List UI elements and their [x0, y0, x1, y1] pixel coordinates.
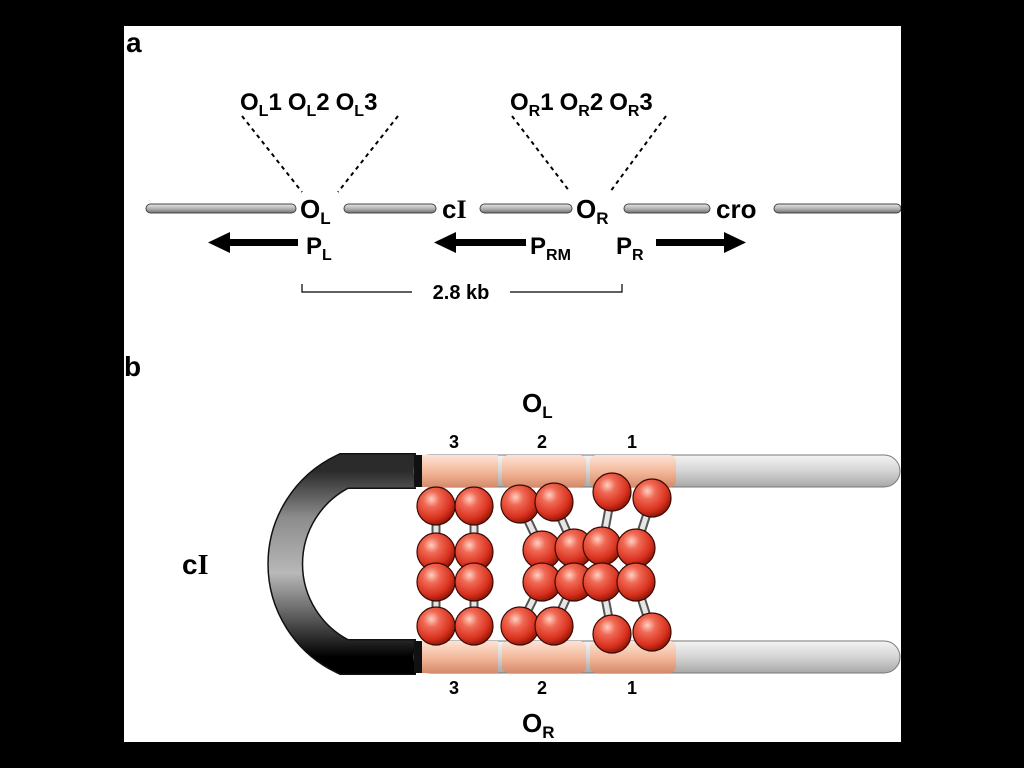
ci-protein-subunit [632, 478, 672, 518]
cro-gene-label: cro [716, 194, 756, 224]
ci-loop-label: cI [182, 549, 208, 581]
ol-title: OL [522, 388, 553, 422]
or-title: OR [522, 708, 555, 742]
pr-arrow [656, 232, 746, 253]
ci-protein-subunit [592, 472, 632, 512]
bottom-number-3: 3 [449, 678, 459, 698]
ci-protein-subunit [616, 562, 656, 602]
pl-promoter-label: PL [306, 233, 332, 264]
bottom-number-2: 2 [537, 678, 547, 698]
ci-protein-subunit [500, 484, 540, 524]
top-number-1: 1 [627, 432, 637, 452]
ci-protein-subunit [534, 482, 574, 522]
ci-protein-subunit [416, 486, 456, 526]
ci-protein-subunit [582, 526, 622, 566]
ci-protein-subunit [416, 562, 456, 602]
ci-protein-subunit [592, 614, 632, 654]
top-dna-strand [413, 454, 901, 488]
ol-operator-label: OL [300, 194, 331, 228]
dotted-expansion-lines [241, 115, 667, 193]
dna-line [145, 203, 901, 214]
pr-promoter-label: PR [616, 233, 644, 264]
ci-protein-subunit [416, 606, 456, 646]
panel-b-letter: b [124, 351, 141, 382]
bottom-number-1: 1 [627, 678, 637, 698]
ci-protein-subunit [632, 612, 672, 652]
top-number-2: 2 [537, 432, 547, 452]
ci-protein-subunit [454, 486, 494, 526]
bottom-site-numbers: 3 2 1 [449, 678, 637, 698]
distance-bracket [301, 284, 623, 293]
ci-protein-octamer [416, 472, 672, 654]
ci-protein-subunit [454, 562, 494, 602]
top-number-3: 3 [449, 432, 459, 452]
bottom-dna-strand [413, 640, 901, 674]
panel-a-letter: a [126, 27, 142, 58]
ci-protein-subunit [616, 528, 656, 568]
promoter-arrows [208, 232, 746, 253]
prm-promoter-label: PRM [530, 233, 571, 264]
ci-protein-subunit [534, 606, 574, 646]
prm-arrow [434, 232, 526, 253]
dna-loop [268, 454, 416, 674]
pl-arrow [208, 232, 298, 253]
ci-protein-subunit [454, 606, 494, 646]
ci-protein-subunit [582, 562, 622, 602]
ci-protein-subunit [500, 606, 540, 646]
distance-label: 2.8 kb [433, 282, 490, 304]
or-operator-label: OR [576, 194, 609, 228]
ci-gene-label: cI [442, 194, 467, 224]
top-site-numbers: 3 2 1 [449, 432, 637, 452]
